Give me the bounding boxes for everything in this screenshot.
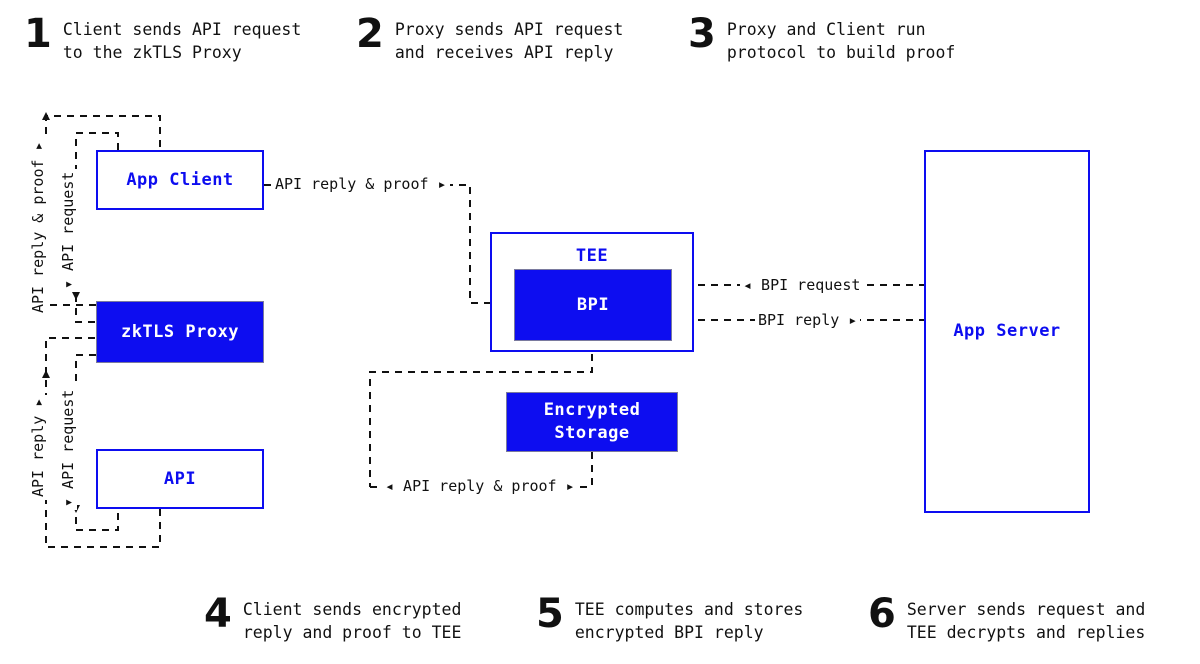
step-caption-1: 1 Client sends API request to the zkTLS P… [24, 12, 301, 64]
step-text-2-line2: and receives API reply [394, 43, 614, 62]
edge-label-left-request-down: ▾ API request [59, 168, 77, 292]
step-number-5: 5 [536, 591, 564, 637]
node-zktls-proxy[interactable]: zkTLS Proxy [96, 301, 264, 363]
step-text-3-line2: protocol to build proof [726, 43, 956, 62]
step-text-6-line1: Server sends request and [906, 600, 1146, 619]
arrowhead-reply-up [42, 370, 50, 378]
wire-proxy-to-api-request [75, 354, 119, 531]
wire-bpi-to-storage-rail [369, 341, 593, 487]
step-text-3-line1: Proxy and Client run [726, 20, 926, 39]
step-number-4: 4 [204, 591, 232, 637]
step-text-2: Proxy sends API request and receives API … [395, 18, 623, 64]
node-api[interactable]: API [96, 449, 264, 509]
step-caption-5: 5 TEE computes and stores encrypted BPI r… [536, 592, 803, 644]
step-number-6: 6 [868, 591, 896, 637]
step-caption-3: 3 Proxy and Client run protocol to build … [688, 12, 955, 64]
wire-api-to-proxy-reply [45, 337, 161, 548]
step-text-5-line2: encrypted BPI reply [574, 623, 764, 642]
step-caption-2: 2 Proxy sends API request and receives AP… [356, 12, 623, 64]
step-text-1-line2: to the zkTLS Proxy [62, 43, 242, 62]
step-text-2-line1: Proxy sends API request [394, 20, 624, 39]
edge-label-bpi-reply: BPI reply ▸ [755, 312, 861, 329]
edge-label-client-reply-proof: API reply & proof ▸ [272, 176, 450, 193]
step-text-6-line2: TEE decrypts and replies [906, 623, 1146, 642]
arrowhead-request-down [72, 292, 80, 300]
node-bpi[interactable]: BPI [514, 269, 672, 341]
step-text-4-line2: reply and proof to TEE [242, 623, 462, 642]
wire-client-to-proxy-request [75, 132, 119, 323]
node-app-server[interactable]: App Server [924, 150, 1090, 513]
step-text-5-line1: TEE computes and stores [574, 600, 804, 619]
node-tee-label: TEE [575, 246, 609, 266]
edge-label-left-reply-up: API reply ▸ [29, 394, 47, 500]
edge-label-left-reply-proof-up: API reply & proof ▸ [29, 138, 47, 316]
step-number-3: 3 [688, 11, 716, 57]
edge-label-bpi-request: ◂ BPI request [740, 277, 864, 294]
step-text-4: Client sends encrypted reply and proof to… [243, 598, 462, 644]
step-number-1: 1 [24, 11, 52, 57]
edge-label-left-request-down-2: ▾ API request [59, 386, 77, 510]
wire-client-to-bpi-reply-proof [264, 184, 514, 304]
step-text-3: Proxy and Client run protocol to build pr… [727, 18, 955, 64]
node-encrypted-storage[interactable]: Encrypted Storage [506, 392, 678, 452]
step-caption-4: 4 Client sends encrypted reply and proof … [204, 592, 462, 644]
arrowhead-reply-proof-up [42, 112, 50, 120]
node-app-client[interactable]: App Client [96, 150, 264, 210]
step-text-5: TEE computes and stores encrypted BPI rep… [575, 598, 803, 644]
step-text-1: Client sends API request to the zkTLS Pro… [63, 18, 301, 64]
step-text-4-line1: Client sends encrypted [242, 600, 462, 619]
edge-label-storage-reply-proof: ◂ API reply & proof ▸ [382, 478, 578, 495]
step-text-1-line1: Client sends API request [62, 20, 302, 39]
step-number-2: 2 [356, 11, 384, 57]
